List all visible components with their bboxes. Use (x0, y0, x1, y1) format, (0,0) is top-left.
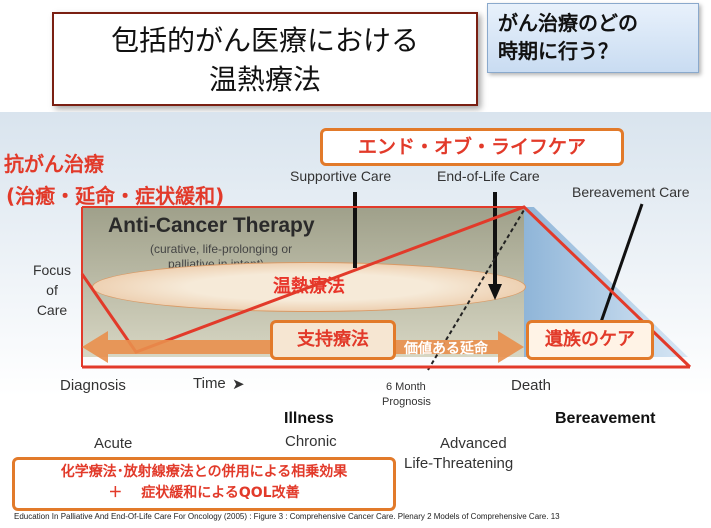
anti-cancer-sub-1: (curative, life-prolonging or (150, 242, 293, 256)
focus-label-2: of (46, 282, 58, 298)
bereavement-care-jp-label: 遺族のケア (545, 329, 635, 350)
chronic-label: Chronic (285, 433, 337, 450)
bereavement-label: Bereavement (555, 410, 656, 427)
death-label: Death (511, 377, 552, 394)
supportive-jp-label: 支持療法 (297, 329, 369, 350)
acute-label: Acute (94, 435, 133, 452)
six-month-label-2: Prognosis (382, 396, 431, 408)
end-of-life-box: エンド・オブ・ライフケア (320, 128, 624, 166)
question-line-1: がん治療のどの (498, 11, 638, 35)
supportive-box: 支持療法 (270, 320, 396, 360)
end-of-life-arrowhead (488, 284, 502, 300)
bereavement-care-line (598, 203, 644, 326)
bottom-callout: 化学療法･放射線療法との併用による相乗効果 ＋ 症状緩和によるQOL改善 (12, 457, 396, 511)
six-month-label-1: 6 Month (386, 381, 426, 393)
title-line-2: 温熱療法 (208, 63, 321, 96)
time-label: Time (193, 375, 226, 392)
end-of-life-care-label: End-of-Life Care (437, 168, 540, 184)
bottom-line-2: ＋ 症状緩和によるQOL改善 (108, 485, 300, 501)
anticancer-jp-label: 抗がん治療 (4, 152, 104, 176)
question-callout: がん治療のどの 時期に行う？ (487, 3, 699, 73)
question-line-2: 時期に行う？ (498, 39, 618, 63)
bottom-line-1: 化学療法･放射線療法との併用による相乗効果 (60, 464, 348, 480)
focus-label-1: Focus (32, 262, 72, 278)
diagnosis-label: Diagnosis (60, 377, 126, 394)
supportive-care-label: Supportive Care (290, 168, 392, 184)
bereavement-care-label: Bereavement Care (572, 184, 690, 200)
focus-label-3: Care (36, 302, 68, 318)
title-box: 包括的がん医療における 温熱療法 (52, 12, 478, 106)
bereavement-care-box: 遺族のケア (526, 320, 654, 360)
time-arrow-icon: ➤ (232, 376, 245, 393)
anti-cancer-therapy-label: Anti-Cancer Therapy (108, 214, 315, 237)
title-line-1: 包括的がん医療における (110, 24, 419, 57)
citation: Education In Palliative And End-Of-Life … (14, 512, 560, 521)
meaningful-prolong-label: 価値ある延命 (404, 341, 488, 357)
care-trajectory-line (80, 205, 692, 369)
end-of-life-jp-label: エンド・オブ・ライフケア (357, 136, 586, 158)
illness-label: Illness (284, 410, 334, 427)
advanced-label-1: Advanced (440, 435, 507, 452)
advanced-label-2: Life-Threatening (404, 455, 514, 472)
anticancer-jp-sub: (治癒・延命・症状緩和) (6, 184, 225, 208)
